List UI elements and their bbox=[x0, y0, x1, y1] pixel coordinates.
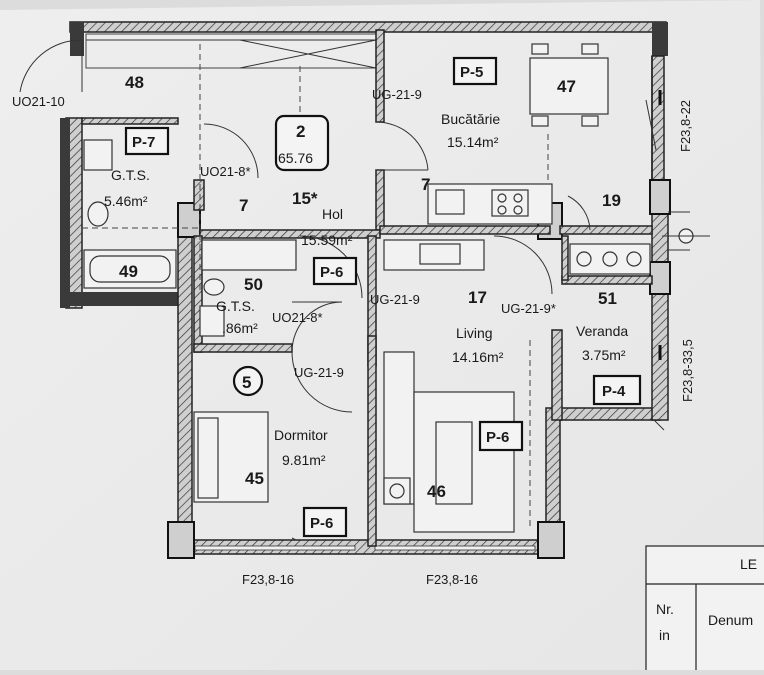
label-dormitor: Dormitor bbox=[274, 427, 328, 443]
area-hol: 15.59m² bbox=[301, 232, 353, 248]
legend-title: LE bbox=[740, 556, 757, 572]
tag-p7-box bbox=[124, 126, 170, 156]
code-uo21-10: UO21-10 bbox=[12, 94, 65, 109]
tag-p4-box bbox=[592, 374, 642, 406]
tag-p4: P-4 bbox=[602, 383, 626, 400]
room-45: 45 bbox=[245, 469, 264, 488]
tag-p7: P-7 bbox=[132, 134, 155, 151]
tag-boxes bbox=[124, 56, 642, 538]
door-swings bbox=[19, 39, 591, 413]
label-hol: Hol bbox=[322, 206, 343, 222]
room-circle bbox=[232, 365, 264, 397]
legend-table: LE Nr. in Denum bbox=[645, 545, 764, 675]
tag-p6-hol-box bbox=[312, 256, 358, 286]
area-veranda: 3.75m² bbox=[582, 347, 626, 363]
tag-p5: P-5 bbox=[460, 64, 483, 81]
legend-col2: Denum bbox=[708, 612, 753, 628]
code-ug21-9-top: UG-21-9 bbox=[372, 87, 422, 102]
code-uo21-8-mid: UO21-8* bbox=[272, 310, 323, 325]
area-bucatarie: 15.14m² bbox=[447, 134, 499, 150]
room-17: 17 bbox=[468, 288, 487, 307]
element-codes: UO21-10 UG-21-9 UO21-8* UG-21-9 UG-21-9*… bbox=[12, 87, 695, 587]
code-f23-8-22: F23,8-22 bbox=[678, 100, 693, 152]
tag-p5-box bbox=[452, 56, 498, 86]
tag-p6-living-box bbox=[478, 420, 524, 452]
tag-p6-living: P-6 bbox=[486, 429, 509, 446]
code-f23-8-33-5: F23,8-33,5 bbox=[680, 339, 695, 402]
label-gts-1: G.T.S. bbox=[111, 167, 150, 183]
legend-col1-line1: Nr. bbox=[656, 601, 674, 617]
area-gts-1: 5.46m² bbox=[104, 193, 148, 209]
code-uo21-8-top: UO21-8* bbox=[200, 164, 251, 179]
room-49: 49 bbox=[119, 262, 138, 281]
label-living: Living bbox=[456, 325, 493, 341]
room-numbers: 48 47 49 50 51 45 46 17 19 7 7 15* 2 65.… bbox=[119, 73, 621, 501]
room-7-kitchen: 7 bbox=[421, 175, 430, 194]
room-47: 47 bbox=[557, 77, 576, 96]
tag-p6-hol: P-6 bbox=[320, 264, 343, 281]
room-15: 15* bbox=[292, 189, 318, 208]
label-gts-2: G.T.S. bbox=[216, 298, 255, 314]
room-51: 51 bbox=[598, 289, 617, 308]
code-ug21-9-mid: UG-21-9 bbox=[370, 292, 420, 307]
code-ug21-9-dorm: UG-21-9 bbox=[294, 365, 344, 380]
unit-number: 2 bbox=[296, 122, 305, 141]
code-f23-8-16-right: F23,8-16 bbox=[426, 572, 478, 587]
room-46: 46 bbox=[427, 482, 446, 501]
dashed-guides bbox=[82, 44, 549, 530]
code-ug21-9-star: UG-21-9* bbox=[501, 301, 556, 316]
outer-walls bbox=[60, 21, 671, 559]
room-48: 48 bbox=[125, 73, 144, 92]
unit-area: 65.76 bbox=[278, 150, 313, 166]
code-f23-8-16-left: F23,8-16 bbox=[242, 572, 294, 587]
area-living: 14.16m² bbox=[452, 349, 504, 365]
room-7-hall: 7 bbox=[239, 196, 248, 215]
tag-p6-dorm-box bbox=[302, 506, 348, 538]
unit-box bbox=[274, 114, 330, 172]
area-gts-2: .86m² bbox=[222, 320, 258, 336]
label-veranda: Veranda bbox=[576, 323, 628, 339]
tag-p6-dorm: P-6 bbox=[310, 515, 333, 532]
legend-col1-line2: in bbox=[659, 627, 670, 643]
circle-number: 5 bbox=[242, 373, 251, 392]
label-bucatarie: Bucătărie bbox=[441, 111, 500, 127]
area-dormitor: 9.81m² bbox=[282, 452, 326, 468]
room-19: 19 bbox=[602, 191, 621, 210]
room-labels: Bucătărie 15.14m² G.T.S. 5.46m² Hol 15.5… bbox=[104, 111, 628, 468]
fixtures bbox=[83, 43, 651, 533]
exterior-markers bbox=[291, 90, 710, 541]
tag-texts: P-5 P-7 P-6 P-6 P-6 P-4 bbox=[132, 64, 626, 532]
room-50: 50 bbox=[244, 275, 263, 294]
